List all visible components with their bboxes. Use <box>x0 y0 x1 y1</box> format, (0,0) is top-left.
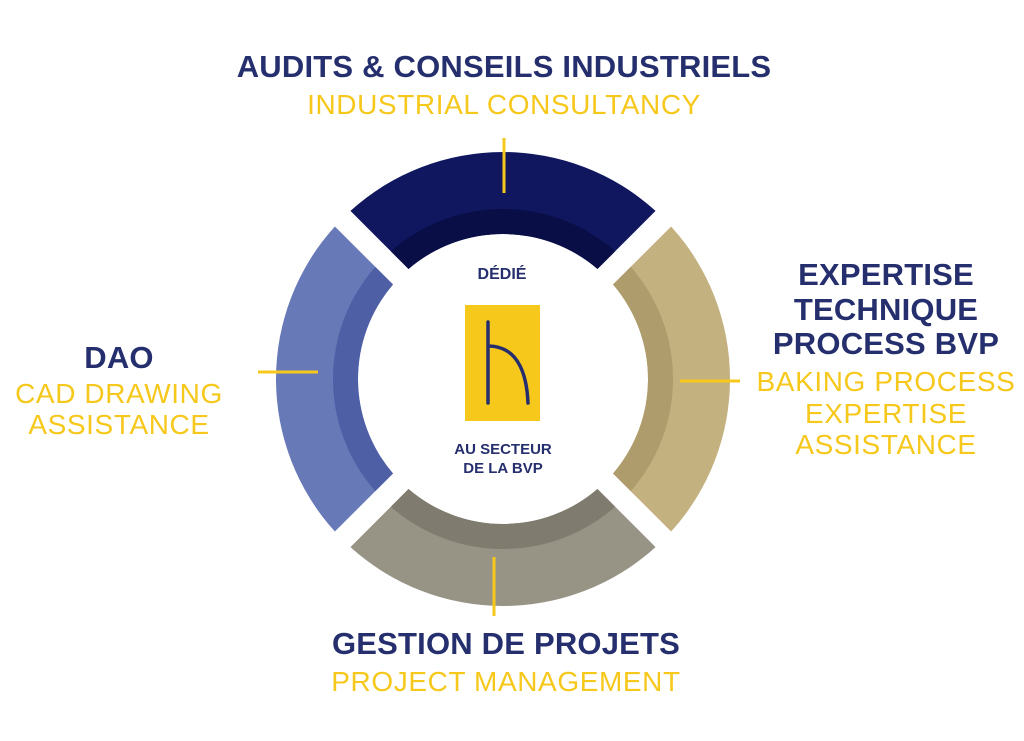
logo-h-icon <box>486 320 530 405</box>
center-bottom-text: AU SECTEUR DE LA BVP <box>440 441 566 479</box>
label-top: AUDITS & CONSEILS INDUSTRIELS INDUSTRIAL… <box>204 49 804 120</box>
label-right-subtitle-line3: ASSISTANCE <box>795 428 977 460</box>
label-left-title: DAO <box>84 340 154 375</box>
label-right-subtitle-line1: BAKING PROCESS <box>756 366 1016 398</box>
label-right: EXPERTISE TECHNIQUE PROCESS BVP BAKING P… <box>748 257 1024 460</box>
label-right-title-line3: PROCESS BVP <box>772 326 1000 362</box>
label-bottom: GESTION DE PROJETS PROJECT MANAGEMENT <box>206 626 806 697</box>
segment-bottom-inner-band <box>390 489 616 549</box>
label-right-title-line1: EXPERTISE <box>798 257 974 292</box>
label-left-subtitle-line1: CAD DRAWING <box>15 377 223 409</box>
label-bottom-title: GESTION DE PROJETS <box>331 626 681 661</box>
label-top-subtitle: INDUSTRIAL CONSULTANCY <box>307 88 701 120</box>
label-right-subtitle-line2: EXPERTISE <box>804 397 968 429</box>
center-bottom-line2: DE LA BVP <box>463 459 543 477</box>
center-top-text: DÉDIÉ <box>477 266 527 283</box>
segment-right-inner-band <box>613 266 673 492</box>
segment-left-inner-band <box>333 266 393 492</box>
center-bottom-line1: AU SECTEUR <box>454 441 552 458</box>
label-left: DAO CAD DRAWING ASSISTANCE <box>0 340 238 441</box>
segment-top-inner-band <box>390 209 616 269</box>
label-bottom-subtitle: PROJECT MANAGEMENT <box>331 665 681 697</box>
label-right-title-line2: TECHNIQUE <box>793 291 979 327</box>
label-left-subtitle-line2: ASSISTANCE <box>28 409 210 441</box>
label-top-title: AUDITS & CONSEILS INDUSTRIELS <box>236 49 772 84</box>
